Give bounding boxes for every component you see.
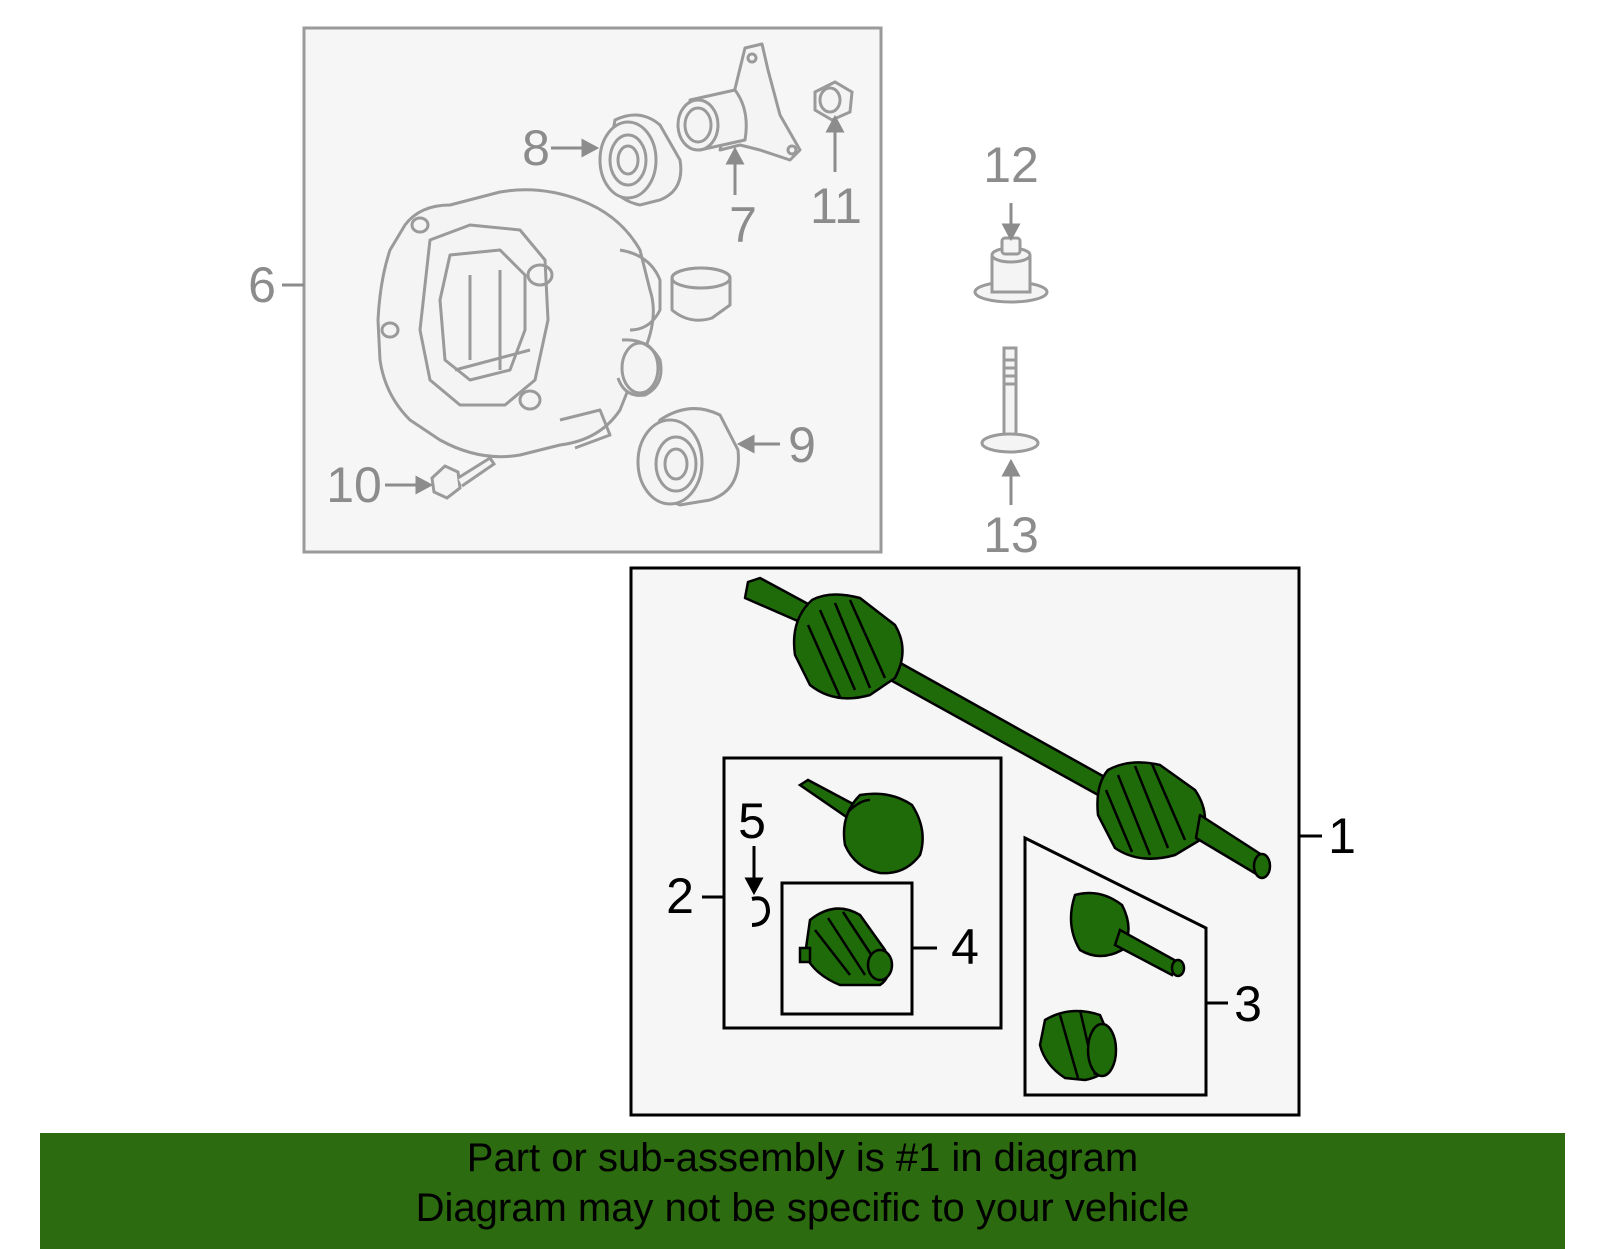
flange-icon <box>676 42 802 162</box>
cv-boot-icon <box>1038 1009 1118 1082</box>
sub-assembly-box-3 <box>1023 835 1208 1097</box>
nut-icon <box>813 80 854 122</box>
callout-9: 9 <box>788 417 816 473</box>
callout-3: 3 <box>1234 976 1262 1032</box>
sub-assembly-box-2 <box>722 756 1003 1030</box>
bearing-icon <box>598 113 683 207</box>
differential-icon <box>376 188 732 459</box>
callout-1: 1 <box>1328 808 1356 864</box>
bolt-icon <box>980 346 1040 454</box>
banner-line-2: Diagram may not be specific to your vehi… <box>415 1186 1190 1230</box>
callout-7: 7 <box>729 197 757 253</box>
bearing-icon <box>636 407 740 507</box>
black-leaders <box>702 834 1322 1005</box>
snap-ring-icon <box>751 896 771 927</box>
callout-8: 8 <box>522 120 550 176</box>
callout-2: 2 <box>666 868 694 924</box>
gray-leaders <box>282 114 1021 505</box>
bolt-icon <box>430 455 497 500</box>
banner-line-1: Part or sub-assembly is #1 in diagram <box>466 1136 1139 1180</box>
cv-joint-icon <box>797 778 924 875</box>
callout-6: 6 <box>248 257 276 313</box>
callout-13: 13 <box>983 507 1039 563</box>
bushing-icon <box>973 236 1049 304</box>
callout-5: 5 <box>738 793 766 849</box>
cv-boot-icon <box>798 907 894 987</box>
callout-10: 10 <box>326 457 382 513</box>
callout-12: 12 <box>983 137 1039 193</box>
info-banner: Part or sub-assembly is #1 in diagram Di… <box>40 1133 1565 1249</box>
axle-shaft-icon <box>743 576 1272 880</box>
callout-11: 11 <box>810 178 862 234</box>
callout-4: 4 <box>951 919 979 975</box>
cv-joint-icon <box>1069 891 1186 978</box>
